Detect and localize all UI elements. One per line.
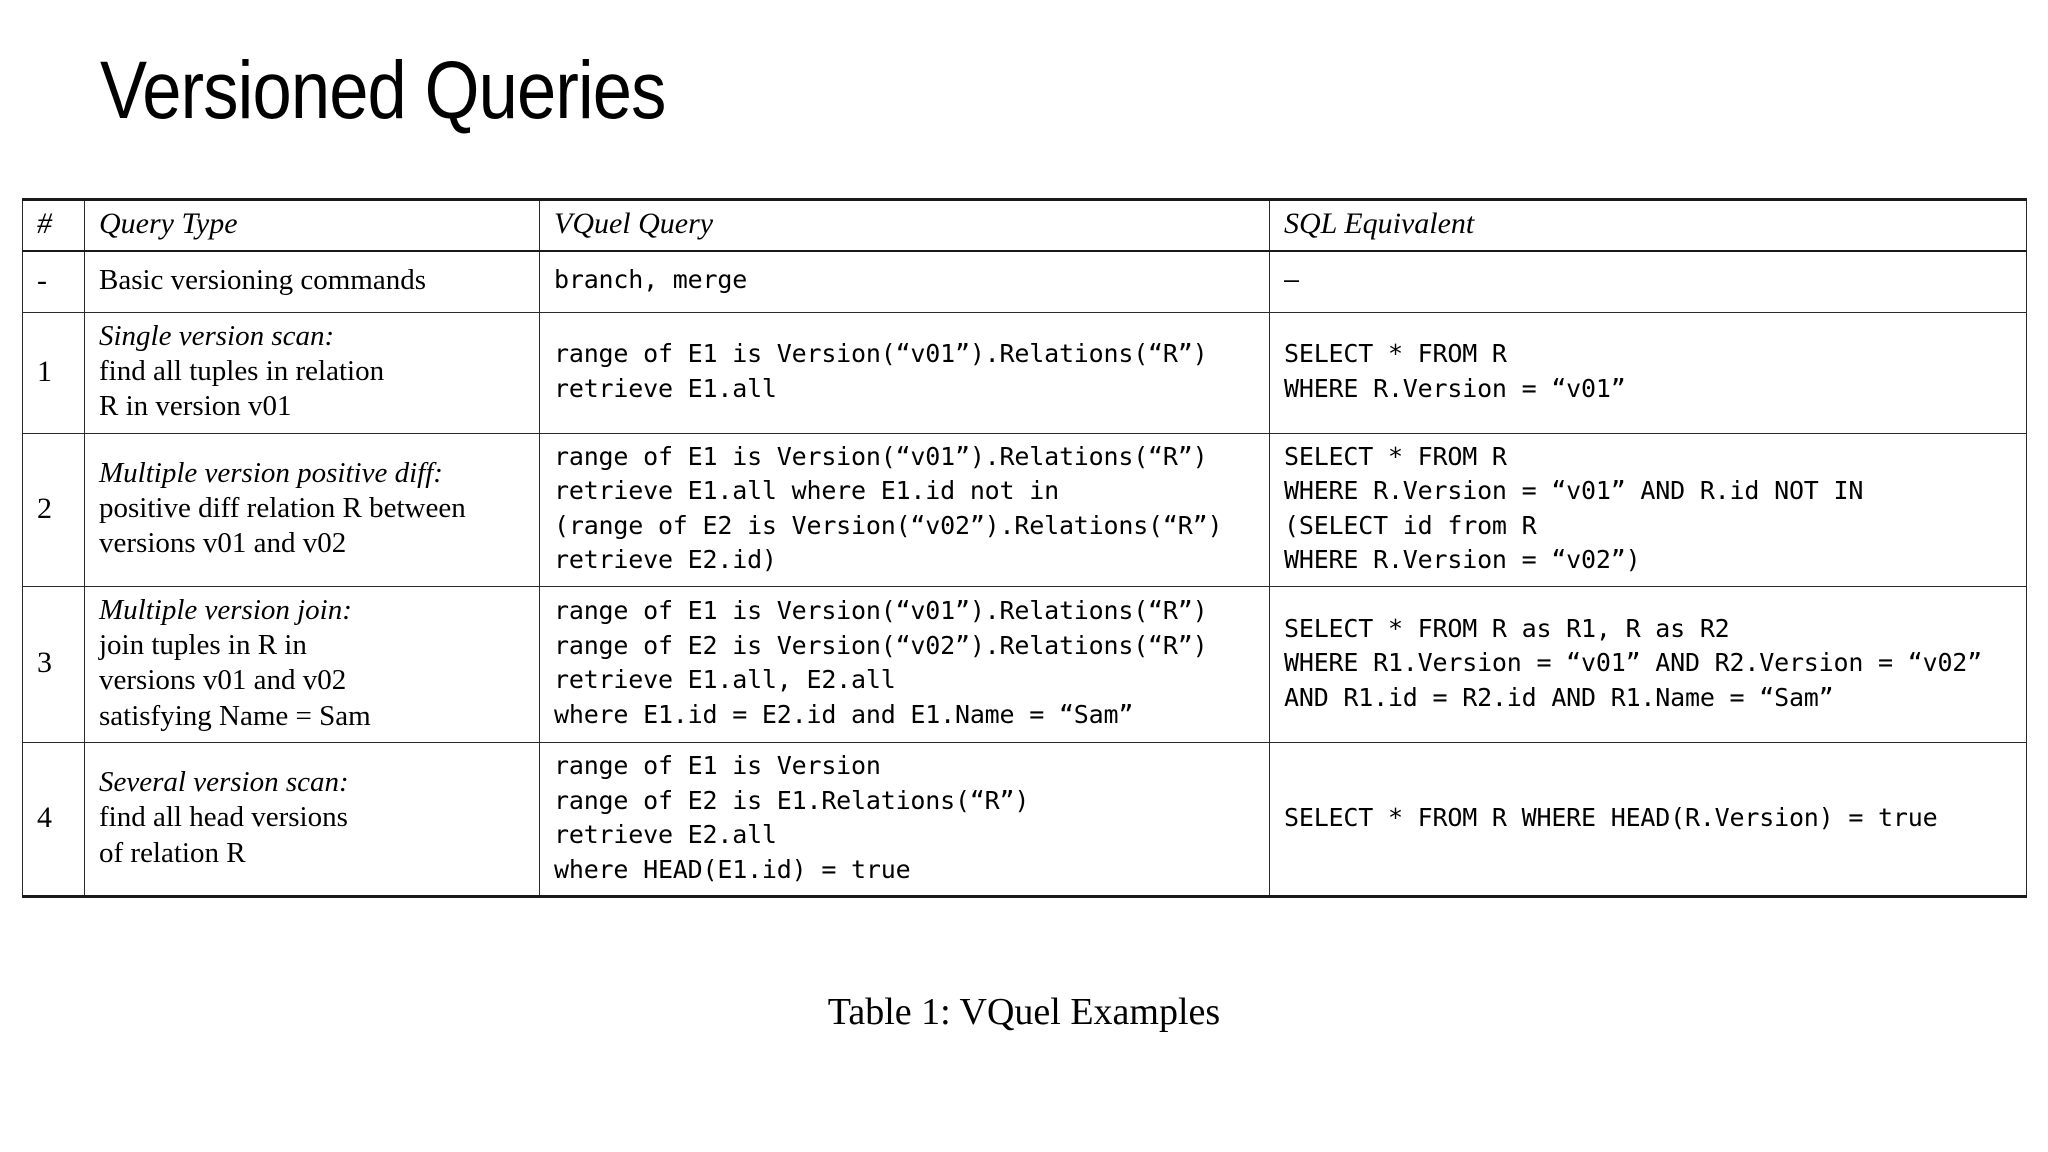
query-type-line: versions v01 and v02 <box>99 527 347 560</box>
sql-equivalent-cell: SELECT * FROM R WHERE R.Version = “v01” A… <box>1269 432 2027 587</box>
sql-code-line: SELECT * FROM R <box>1284 339 1507 369</box>
sql-equivalent-cell: SELECT * FROM R WHERE R.Version = “v01” <box>1269 311 2027 434</box>
sql-code-line: AND R1.id = R2.id AND R1.Name = “Sam” <box>1284 682 1834 712</box>
query-type-line: Basic versioning commands <box>99 263 427 296</box>
row-number: 1 <box>22 311 85 434</box>
vquel-query-cell: range of E1 is Version range of E2 is E1.… <box>539 742 1270 899</box>
sql-code-line: – <box>1284 265 1299 295</box>
query-type-title: Single version scan: <box>99 319 335 352</box>
query-type-line: join tuples in R in <box>99 629 307 661</box>
query-type-line: satisfying Name = Sam <box>99 699 371 732</box>
vquel-code-line: range of E2 is E1.Relations(“R”) <box>554 785 1030 815</box>
query-type-line: find all head versions <box>99 801 348 834</box>
vquel-code-line: retrieve E1.all where E1.id not in <box>554 476 1059 506</box>
vquel-query-cell: branch, merge <box>539 250 1270 313</box>
sql-code-line: WHERE R1.Version = “v01” AND R2.Version … <box>1284 648 1983 678</box>
query-type-title: Several version scan: <box>99 766 349 799</box>
vquel-code-line: retrieve E1.all, E2.all <box>554 665 896 695</box>
table-caption: Table 1: VQuel Examples <box>827 991 1221 1033</box>
query-type-line: versions v01 and v02 <box>99 664 347 697</box>
vquel-code-line: branch, merge <box>554 265 748 295</box>
row-number: 2 <box>22 432 85 587</box>
vquel-code-line: retrieve E2.all <box>554 820 777 850</box>
column-header-num: # <box>22 198 85 252</box>
row-number: 3 <box>22 585 85 744</box>
query-type-line: R in version v01 <box>99 390 292 423</box>
table-header: # Query Type VQuel Query SQL Equivalent <box>22 198 2027 252</box>
table-body: -Basic versioning commands branch, merge –… <box>22 250 2027 899</box>
query-type-cell: Basic versioning commands <box>84 250 540 313</box>
vquel-examples-table: # Query Type VQuel Query SQL Equivalent … <box>22 198 2027 899</box>
query-type-cell: Multiple version join:join tuples in R i… <box>84 585 540 744</box>
column-header-sql-equivalent: SQL Equivalent <box>1269 198 2027 252</box>
vquel-code-line: range of E1 is Version(“v01”).Relations(… <box>554 596 1208 626</box>
vquel-code-line: retrieve E1.all <box>554 373 777 403</box>
sql-code-line: (SELECT id from R <box>1284 510 1537 540</box>
vquel-query-cell: range of E1 is Version(“v01”).Relations(… <box>539 585 1270 744</box>
query-type-line: find all tuples in relation <box>99 354 385 387</box>
query-type-line: positive diff relation R between <box>99 491 466 524</box>
row-number: 4 <box>22 742 85 899</box>
sql-code-line: WHERE R.Version = “v01” AND R.id NOT IN <box>1284 476 1864 506</box>
query-type-title: Multiple version positive diff: <box>99 456 443 489</box>
sql-code-line: SELECT * FROM R as R1, R as R2 <box>1284 613 1730 643</box>
column-header-vquel-query: VQuel Query <box>539 198 1270 252</box>
vquel-code-line: (range of E2 is Version(“v02”).Relations… <box>554 510 1223 540</box>
vquel-code-line: retrieve E2.id) <box>554 545 777 575</box>
vquel-query-cell: range of E1 is Version(“v01”).Relations(… <box>539 311 1270 434</box>
sql-code-line: WHERE R.Version = “v01” <box>1284 373 1626 403</box>
table-figure: # Query Type VQuel Query SQL Equivalent … <box>22 198 2027 899</box>
query-type-title: Multiple version join: <box>99 593 352 626</box>
sql-code-line: SELECT * FROM R <box>1284 441 1507 471</box>
page-title: Versioned Queries <box>100 45 666 136</box>
sql-code-line: SELECT * FROM R WHERE HEAD(R.Version) = … <box>1284 802 1938 832</box>
table-header-row: # Query Type VQuel Query SQL Equivalent <box>22 198 2027 252</box>
vquel-code-line: range of E1 is Version(“v01”).Relations(… <box>554 339 1208 369</box>
query-type-cell: Several version scan:find all head versi… <box>84 742 540 899</box>
query-type-cell: Single version scan:find all tuples in r… <box>84 311 540 434</box>
vquel-code-line: range of E1 is Version(“v01”).Relations(… <box>554 441 1208 471</box>
vquel-code-line: where HEAD(E1.id) = true <box>554 854 911 884</box>
vquel-code-line: range of E1 is Version <box>554 751 881 781</box>
sql-equivalent-cell: SELECT * FROM R as R1, R as R2 WHERE R1.V… <box>1269 585 2027 744</box>
vquel-code-line: range of E2 is Version(“v02”).Relations(… <box>554 630 1208 660</box>
sql-equivalent-cell: – <box>1269 250 2027 313</box>
column-header-query-type: Query Type <box>84 198 540 252</box>
table-row: -Basic versioning commands branch, merge – <box>22 250 2027 313</box>
vquel-code-line: where E1.id = E2.id and E1.Name = “Sam” <box>554 699 1134 729</box>
query-type-cell: Multiple version positive diff:positive … <box>84 432 540 587</box>
query-type-line: of relation R <box>99 836 246 869</box>
sql-equivalent-cell: SELECT * FROM R WHERE HEAD(R.Version) = … <box>1269 742 2027 899</box>
vquel-query-cell: range of E1 is Version(“v01”).Relations(… <box>539 432 1270 587</box>
sql-code-line: WHERE R.Version = “v02”) <box>1284 545 1641 575</box>
row-number: - <box>22 250 85 313</box>
